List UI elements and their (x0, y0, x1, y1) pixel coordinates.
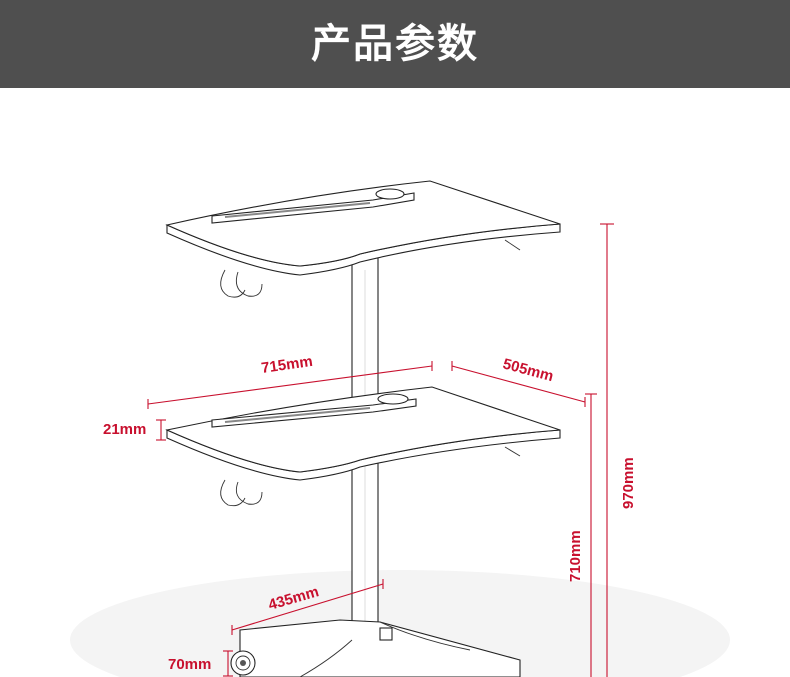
desk-top-lowered (165, 386, 561, 507)
caster-label: 70mm (168, 656, 211, 673)
caster-wheel (230, 650, 256, 676)
thickness-label: 21mm (103, 421, 146, 438)
min-height-label: 710mm (567, 530, 584, 582)
header-bar: 产品参数 (0, 0, 790, 88)
page-title: 产品参数 (311, 21, 479, 67)
depth-label: 505mm (501, 355, 555, 385)
max-height-label: 970mm (620, 457, 637, 509)
width-label: 715mm (260, 353, 314, 377)
desk-top-raised (165, 180, 561, 298)
floor-shadow (70, 570, 730, 677)
desk-base (239, 619, 521, 677)
